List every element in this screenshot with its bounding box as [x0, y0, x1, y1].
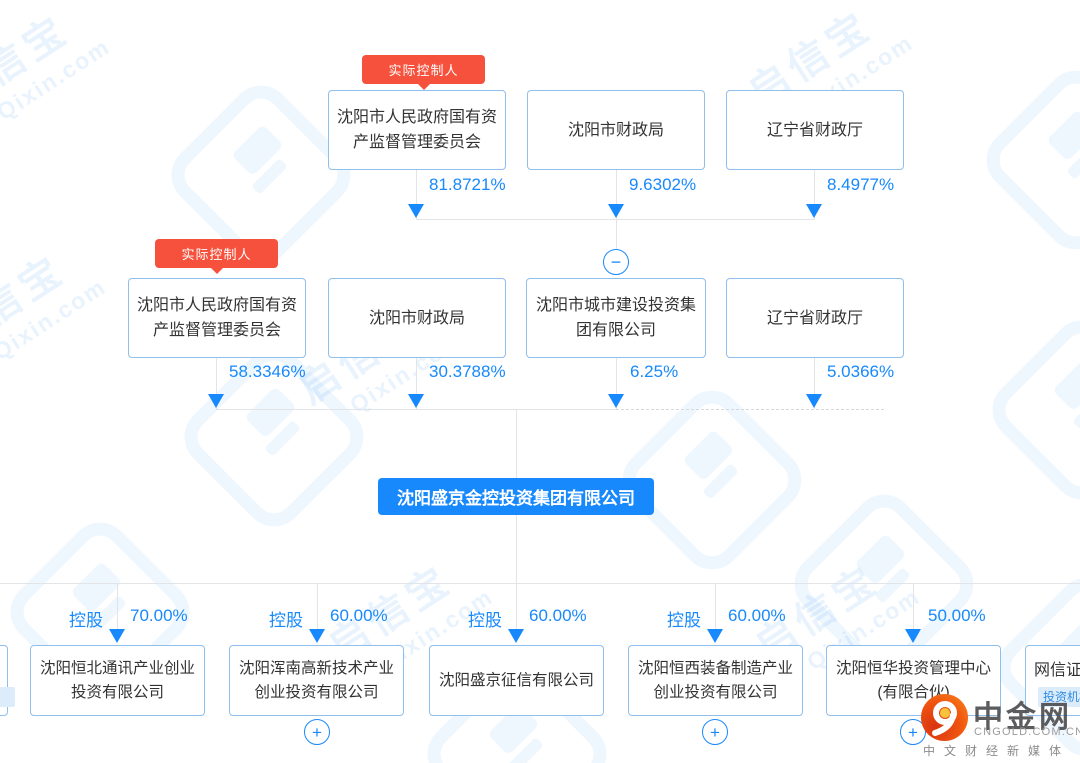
- actual-controller-tag: 实际控制人: [362, 55, 485, 90]
- connector-line: [216, 409, 616, 410]
- arrow-down-icon: [806, 204, 822, 218]
- relation-label: 控股: [69, 611, 103, 630]
- share-percent: 6.25%: [630, 362, 679, 381]
- share-percent: 50.00%: [928, 606, 986, 625]
- subsidiary-box[interactable]: 沈阳恒西装备制造产业创业投资有限公司: [628, 645, 803, 716]
- connector-line: [814, 170, 815, 219]
- subsidiary-box[interactable]: 沈阳浑南高新技术产业创业投资有限公司: [229, 645, 404, 716]
- share-percent: 9.6302%: [629, 175, 697, 194]
- subsidiary-box[interactable]: 沈阳恒华投资管理中心(有限合伙): [826, 645, 1001, 716]
- cngold-logo: 中金网 CNGOLD.COM.CN 中文财经新媒体: [921, 694, 1080, 763]
- connector-line: [616, 358, 617, 409]
- arrow-down-icon: [408, 394, 424, 408]
- cngold-slogan: 中文财经新媒体: [923, 744, 1071, 758]
- cngold-name: 中金网: [973, 701, 1072, 734]
- gold-swirl-icon: [932, 701, 957, 736]
- shareholder-box[interactable]: 沈阳市财政局: [328, 278, 506, 358]
- company-tag: 投资机构: [1038, 687, 1080, 707]
- arrow-down-icon: [608, 394, 624, 408]
- shareholder-box[interactable]: 沈阳市人民政府国有资产监督管理委员会: [328, 90, 506, 170]
- arrow-down-icon: [109, 629, 125, 643]
- connector-line: [913, 583, 914, 629]
- shareholder-box[interactable]: 辽宁省财政厅: [726, 278, 904, 358]
- arrow-down-icon: [806, 394, 822, 408]
- connector-line: [416, 219, 815, 220]
- connector-line-dashed: [616, 409, 884, 410]
- expand-button[interactable]: +: [702, 719, 728, 745]
- share-percent: 81.8721%: [429, 175, 506, 194]
- arrow-down-icon: [508, 629, 524, 643]
- cngold-logo-icon: [921, 694, 968, 741]
- share-percent: 60.00%: [728, 606, 786, 625]
- connector-line: [516, 515, 517, 583]
- shareholder-box[interactable]: 沈阳市城市建设投资集团有限公司: [526, 278, 706, 358]
- connector-line: [416, 358, 417, 409]
- arrow-down-icon: [408, 204, 424, 218]
- share-percent: 60.00%: [529, 606, 587, 625]
- connector-line: [616, 170, 617, 219]
- arrow-down-icon: [905, 629, 921, 643]
- connector-line: [516, 409, 517, 478]
- share-percent: 8.4977%: [827, 175, 895, 194]
- root-company-box[interactable]: 沈阳盛京金控投资集团有限公司: [378, 478, 654, 515]
- connector-line: [0, 583, 1080, 584]
- subsidiary-box[interactable]: 沈阳恒北通讯产业创业投资有限公司: [30, 645, 205, 716]
- shareholder-box[interactable]: 辽宁省财政厅: [726, 90, 904, 170]
- expand-button[interactable]: +: [304, 719, 330, 745]
- collapse-button[interactable]: −: [603, 249, 629, 275]
- share-percent: 60.00%: [330, 606, 388, 625]
- share-percent: 30.3788%: [429, 362, 506, 381]
- relation-label: 控股: [468, 611, 502, 630]
- relation-label: 控股: [667, 611, 701, 630]
- connector-line: [317, 583, 318, 629]
- share-percent: 70.00%: [130, 606, 188, 625]
- connector-line: [416, 170, 417, 219]
- subsidiary-box[interactable]: 沈阳盛京征信有限公司: [429, 645, 604, 716]
- connector-line: [216, 358, 217, 409]
- connector-line: [117, 583, 118, 629]
- arrow-down-icon: [309, 629, 325, 643]
- actual-controller-tag: 实际控制人: [155, 239, 278, 274]
- arrow-down-icon: [608, 204, 624, 218]
- arrow-down-icon: [208, 394, 224, 408]
- connector-line: [516, 583, 517, 629]
- connector-line: [616, 219, 617, 250]
- qixin-shield-watermark: [974, 58, 1080, 262]
- qixin-shield-watermark: [980, 308, 1080, 512]
- cngold-url: CNGOLD.COM.CN: [974, 726, 1080, 738]
- relation-label: 控股: [269, 611, 303, 630]
- share-percent: 5.0366%: [827, 362, 895, 381]
- subsidiary-box[interactable]: [0, 645, 8, 716]
- shareholder-box[interactable]: 沈阳市财政局: [527, 90, 705, 170]
- connector-line: [715, 583, 716, 629]
- arrow-down-icon: [707, 629, 723, 643]
- company-tag: [0, 687, 15, 707]
- share-percent: 58.3346%: [229, 362, 306, 381]
- connector-line: [814, 358, 815, 409]
- shareholder-box[interactable]: 沈阳市人民政府国有资产监督管理委员会: [128, 278, 306, 358]
